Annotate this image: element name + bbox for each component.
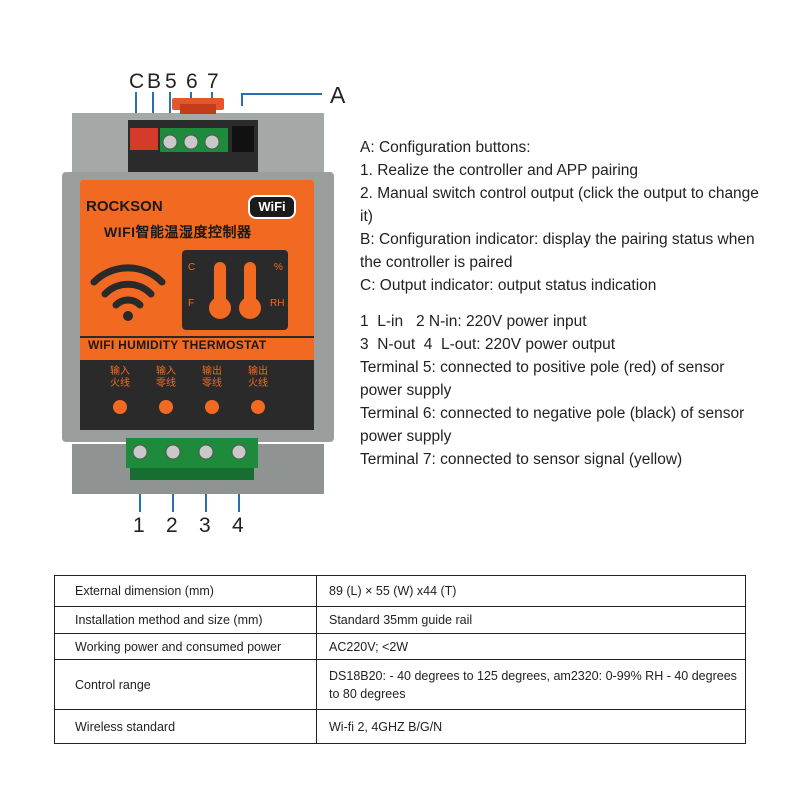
gauge-c-label: C xyxy=(188,262,196,273)
spec-value: 89 (L) × 55 (W) x44 (T) xyxy=(316,575,746,607)
thermometer-icon xyxy=(209,262,261,319)
label-5: 5 xyxy=(165,70,177,93)
wiring-line: Terminal 5: connected to positive pole (… xyxy=(360,359,725,399)
label-1: 1 xyxy=(133,514,145,537)
spec-value: AC220V; <2W xyxy=(316,633,746,660)
terminal-dots xyxy=(113,400,265,414)
wiring-line: 3 N-out 4 L-out: 220V power output xyxy=(360,336,616,353)
wiring-description: 1 L-in 2 N-in: 220V power input 3 N-out … xyxy=(360,310,760,471)
config-line: 2. Manual switch control output (click t… xyxy=(360,185,759,225)
device-title-en: WIFI HUMIDITY THERMOSTAT xyxy=(88,338,267,352)
wifi-icon xyxy=(90,264,166,321)
label-a: A xyxy=(330,82,346,108)
wiring-line: 1 L-in 2 N-in: 220V power input xyxy=(360,313,587,330)
table-row: Wireless standard Wi-fi 2, 4GHZ B/G/N xyxy=(54,709,746,744)
spec-table: External dimension (mm) 89 (L) × 55 (W) … xyxy=(54,575,746,744)
terminal-label-1: 输入火线 xyxy=(110,366,130,389)
table-row: Control range DS18B20: - 40 degrees to 1… xyxy=(54,659,746,710)
spec-value: DS18B20: - 40 degrees to 125 degrees, am… xyxy=(316,659,746,710)
brand-logo: ROCKSON xyxy=(86,198,163,215)
table-row: External dimension (mm) 89 (L) × 55 (W) … xyxy=(54,575,746,607)
spec-label: Wireless standard xyxy=(54,709,317,744)
terminal-label-3: 输出零线 xyxy=(202,366,222,389)
spec-label: Control range xyxy=(54,659,317,710)
label-2: 2 xyxy=(166,514,178,537)
gauge-pct-label: % xyxy=(274,262,283,273)
label-6: 6 xyxy=(186,70,198,93)
label-7: 7 xyxy=(207,70,219,93)
config-line: B: Configuration indicator: display the … xyxy=(360,231,755,271)
label-3: 3 xyxy=(199,514,211,537)
wiring-line: Terminal 7: connected to sensor signal (… xyxy=(360,451,683,468)
label-b: B xyxy=(147,70,162,93)
red-indicator xyxy=(130,128,158,150)
table-row: Working power and consumed power AC220V;… xyxy=(54,633,746,660)
device-title-cn: WIFI智能温湿度控制器 xyxy=(104,224,252,240)
spec-value: Wi-fi 2, 4GHZ B/G/N xyxy=(316,709,746,744)
spec-label: External dimension (mm) xyxy=(54,575,317,607)
gauge-rh-label: RH xyxy=(270,298,285,309)
title-band xyxy=(80,336,314,360)
table-row: Installation method and size (mm) Standa… xyxy=(54,606,746,634)
spec-label: Working power and consumed power xyxy=(54,633,317,660)
config-line: A: Configuration buttons: xyxy=(360,139,531,156)
wiring-line: Terminal 6: connected to negative pole (… xyxy=(360,405,745,445)
terminal-label-2: 输入零线 xyxy=(156,366,176,389)
config-button xyxy=(232,126,254,152)
config-line: C: Output indicator: output status indic… xyxy=(360,277,657,294)
label-4: 4 xyxy=(232,514,244,537)
label-c: C xyxy=(129,70,145,93)
gauge-f-label: F xyxy=(188,298,195,309)
spec-value: Standard 35mm guide rail xyxy=(316,606,746,634)
wifi-badge: WiFi xyxy=(248,195,296,219)
config-description: A: Configuration buttons: 1. Realize the… xyxy=(360,136,760,297)
terminal-label-4: 输出火线 xyxy=(248,366,268,389)
config-line: 1. Realize the controller and APP pairin… xyxy=(360,162,639,179)
power-terminal-block xyxy=(126,438,258,480)
gauge-panel xyxy=(182,250,288,330)
spec-label: Installation method and size (mm) xyxy=(54,606,317,634)
